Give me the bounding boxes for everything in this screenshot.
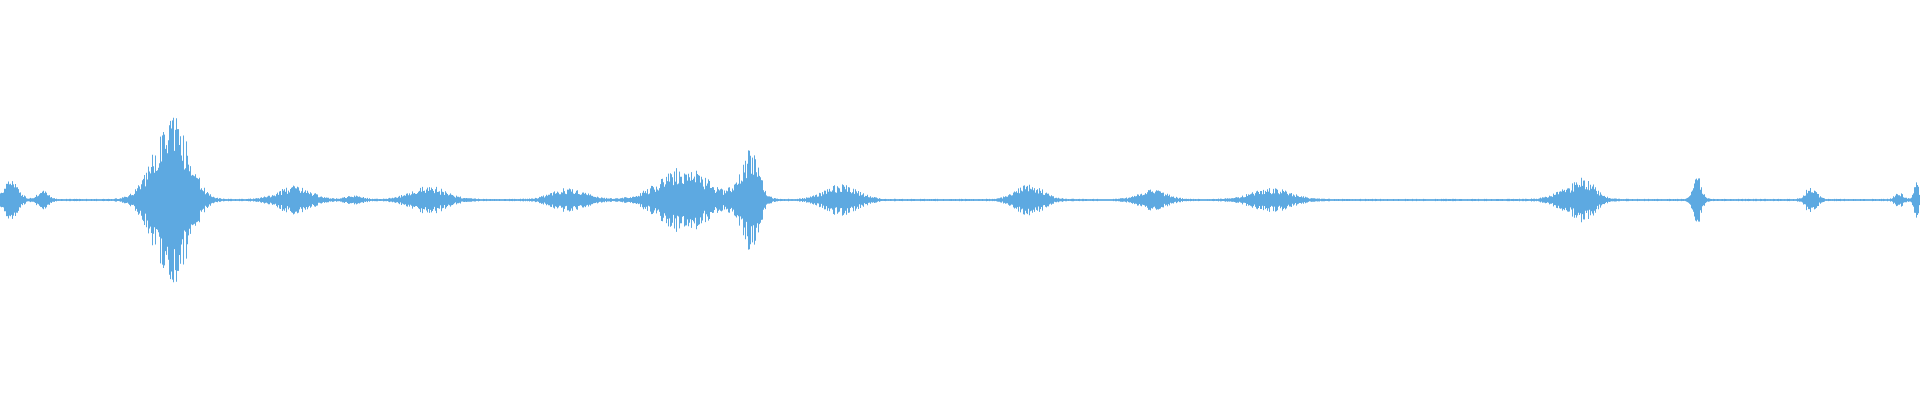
waveform-bars: [0, 117, 1920, 283]
waveform-samples: [0, 117, 1920, 283]
